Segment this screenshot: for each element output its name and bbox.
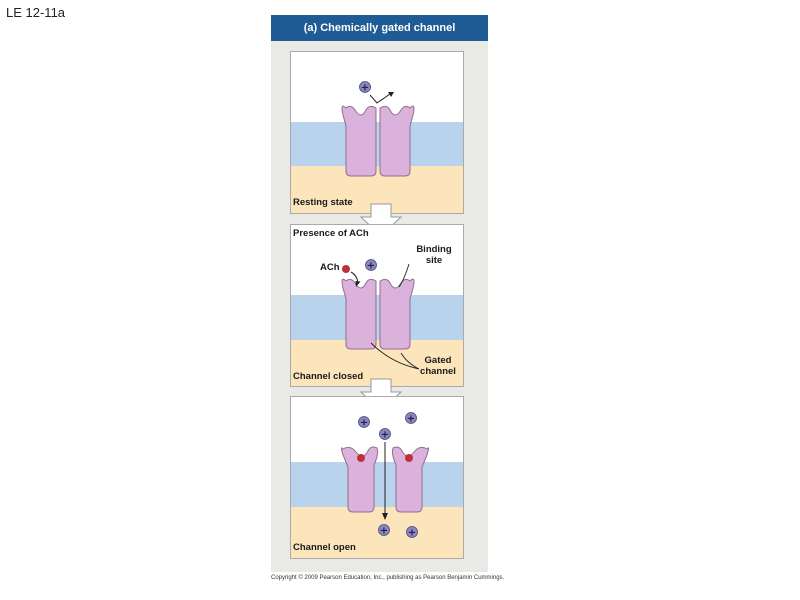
ion-icon: + — [366, 260, 377, 272]
svg-text:+: + — [381, 430, 389, 441]
ion-icon: + — [380, 429, 391, 441]
membrane — [291, 295, 463, 340]
ion-icon: + — [407, 527, 418, 539]
gated-channel-label: Gated channel — [415, 355, 461, 377]
ach-label: ACh — [320, 262, 340, 273]
svg-text:+: + — [361, 83, 369, 94]
resting-state-label: Resting state — [293, 197, 353, 208]
svg-text:+: + — [367, 261, 375, 272]
membrane — [291, 462, 463, 507]
copyright-notice: Copyright © 2009 Pearson Education, Inc.… — [271, 575, 504, 581]
ion-icon: + — [379, 525, 390, 537]
bound-ach-icon — [357, 454, 365, 462]
binding-site-label: Binding site — [412, 244, 456, 266]
ach-molecule-icon — [342, 265, 350, 273]
open-channel-illustration: + + + + + — [291, 397, 463, 558]
ion-icon: + — [360, 82, 371, 94]
channel-open-label: Channel open — [293, 542, 356, 553]
channel-subunit-left — [342, 279, 376, 349]
svg-text:+: + — [408, 528, 416, 539]
resting-channel-illustration: + — [291, 52, 463, 213]
ion-icon: + — [406, 413, 417, 425]
channel-subunit-right — [380, 106, 414, 176]
panel-resting-state: + Resting state — [290, 51, 464, 214]
svg-text:+: + — [407, 414, 415, 425]
channel-subunit-right — [380, 279, 414, 349]
panel-presence-of-ach: + Presence of ACh ACh Binding site Gated… — [290, 224, 464, 387]
svg-text:+: + — [380, 526, 388, 537]
membrane — [291, 122, 463, 166]
presence-of-ach-label: Presence of ACh — [293, 228, 369, 239]
bound-ach-icon — [405, 454, 413, 462]
svg-text:+: + — [360, 418, 368, 429]
channel-closed-label: Channel closed — [293, 371, 363, 382]
figure-title: (a) Chemically gated channel — [271, 15, 488, 41]
ion-icon: + — [359, 417, 370, 429]
panel-channel-open: + + + + + Channel open — [290, 396, 464, 559]
slide-label: LE 12-11a — [6, 5, 65, 20]
channel-subunit-left — [342, 106, 376, 176]
